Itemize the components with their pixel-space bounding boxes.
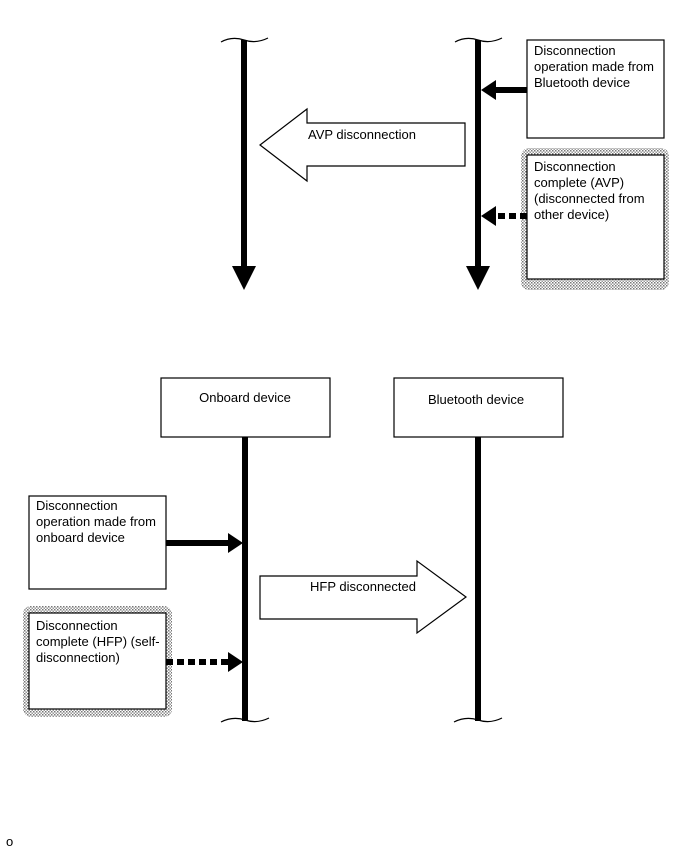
upper-bluetooth-lifeline-arrowhead (466, 266, 490, 290)
upper-avp-disconnection-arrow-shape (259, 107, 466, 183)
lower-diagram: Onboard device Bluetooth device Disconne… (23, 377, 564, 723)
footer-mark: o (6, 834, 14, 849)
lower-bluetooth-lifeline (453, 437, 503, 723)
upper-avp-disconnection-label: AVP disconnection (308, 127, 416, 142)
lower-hfp-disconnected-arrow: HFP disconnected (259, 559, 468, 635)
lower-note-complete: Disconnection complete (HFP) (self- disc… (23, 606, 172, 717)
lower-bluetooth-lifeline-break (453, 717, 503, 723)
upper-bluetooth-lifeline (454, 37, 503, 290)
bluetooth-device-box: Bluetooth device (393, 377, 564, 438)
upper-onboard-lifeline-arrowhead (232, 266, 256, 290)
lower-hfp-disconnected-arrow-shape (259, 559, 468, 635)
lower-hfp-disconnected-label: HFP disconnected (310, 579, 416, 594)
upper-note-disconnect-operation: Disconnection operation made from Blueto… (526, 39, 665, 139)
upper-avp-disconnection-arrow: AVP disconnection (259, 107, 466, 183)
lower-note-disconnect-operation-text: Disconnection operation made from onboar… (36, 498, 160, 545)
upper-complete-dashed-arrow (481, 206, 527, 226)
upper-disconnect-operation-arrow (481, 80, 527, 100)
onboard-device-box: Onboard device (160, 377, 331, 438)
lower-complete-dashed-arrow (166, 652, 243, 672)
lower-disconnect-operation-arrow (166, 533, 243, 553)
upper-note-complete: Disconnection complete (AVP) (disconnect… (521, 148, 669, 290)
bluetooth-device-label: Bluetooth device (428, 392, 524, 407)
upper-note-disconnect-operation-text: Disconnection operation made from Blueto… (534, 43, 658, 90)
upper-note-complete-text: Disconnection complete (AVP) (disconnect… (534, 159, 648, 222)
onboard-device-label: Onboard device (199, 390, 291, 405)
upper-onboard-lifeline (220, 37, 269, 290)
lower-note-disconnect-operation: Disconnection operation made from onboar… (28, 495, 167, 590)
lower-note-complete-text: Disconnection complete (HFP) (self- disc… (36, 618, 163, 665)
upper-diagram: Disconnection operation made from Blueto… (220, 37, 669, 290)
lower-onboard-lifeline-break (220, 717, 270, 723)
lower-onboard-lifeline (220, 437, 270, 723)
